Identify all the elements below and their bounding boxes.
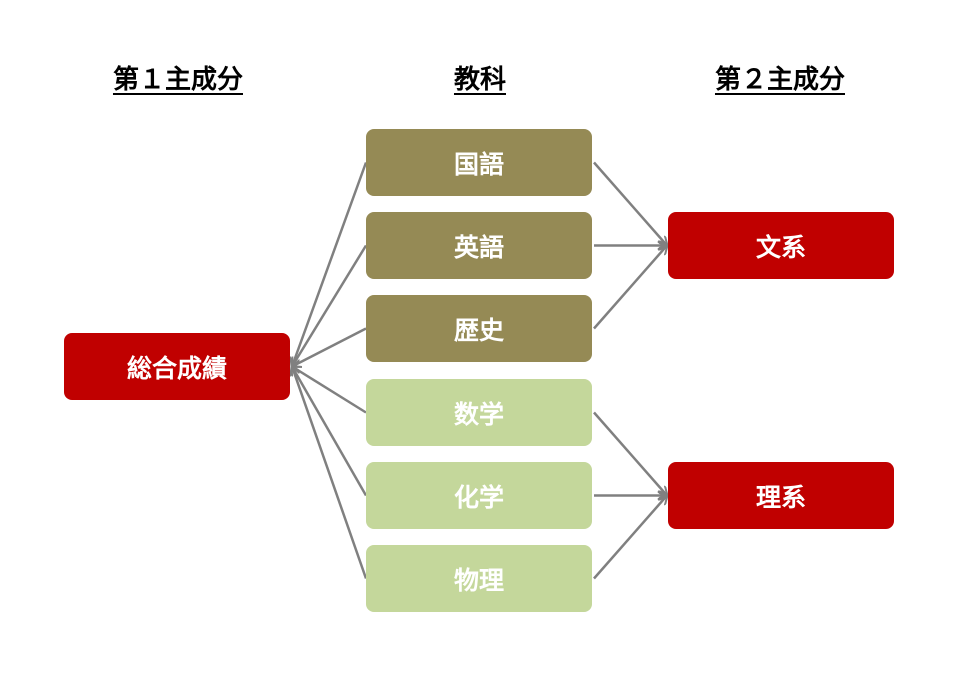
arrow-to-total-score xyxy=(292,367,368,579)
subject-label: 数学 xyxy=(453,399,504,429)
heading-subjects: 教科 xyxy=(453,65,506,95)
subject-box-chemistry: 化学 xyxy=(366,462,592,529)
arrow-to-total-score xyxy=(292,162,368,367)
subject-label: 物理 xyxy=(453,565,504,595)
subject-label: 化学 xyxy=(453,482,504,512)
subject-box-english: 英語 xyxy=(366,212,592,279)
arrow-to-total-score xyxy=(292,367,367,414)
humanities-track-box: 文系 xyxy=(668,212,894,279)
arrow-to-humanities xyxy=(593,246,667,330)
arrow-to-science xyxy=(593,411,667,496)
heading-second-principal-component: 第２主成分 xyxy=(714,65,845,95)
subject-box-japanese: 国語 xyxy=(366,129,592,196)
arrow-to-total-score xyxy=(292,244,368,367)
heading-first-principal-component: 第１主成分 xyxy=(112,65,243,95)
pc2-arrow-group xyxy=(593,161,667,580)
total-score-box: 総合成績 xyxy=(64,333,290,400)
subject-label: 歴史 xyxy=(453,315,504,345)
subject-box-history: 歴史 xyxy=(366,295,592,362)
arrow-to-science xyxy=(593,496,667,580)
pc1-arrow-group xyxy=(292,162,368,579)
subject-box-physics: 物理 xyxy=(366,545,592,612)
total-score-label: 総合成績 xyxy=(126,353,227,383)
subject-label: 英語 xyxy=(453,232,504,262)
arrow-to-total-score xyxy=(292,327,367,367)
science-track-label: 理系 xyxy=(755,482,806,512)
humanities-track-label: 文系 xyxy=(755,232,806,262)
science-track-box: 理系 xyxy=(668,462,894,529)
arrow-to-total-score xyxy=(292,367,368,497)
arrow-to-humanities xyxy=(593,161,667,246)
subject-box-math: 数学 xyxy=(366,379,592,446)
subject-label: 国語 xyxy=(453,149,504,179)
